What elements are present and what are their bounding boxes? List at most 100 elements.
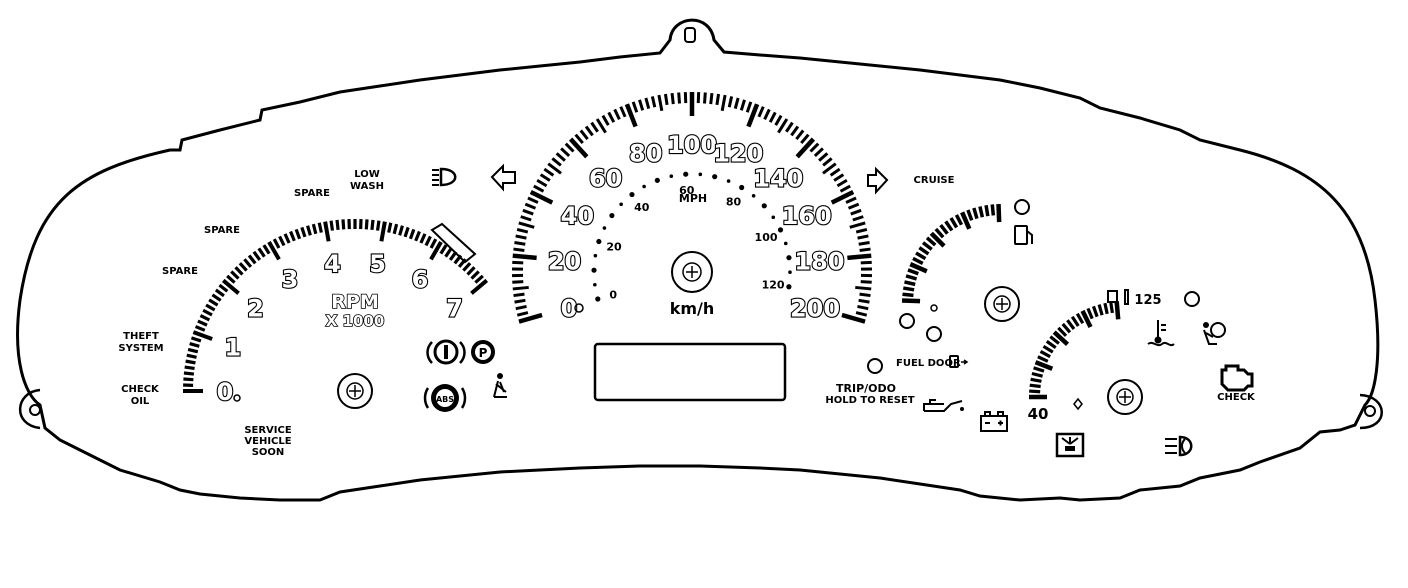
speed-tick (809, 142, 820, 153)
speed-tick (631, 101, 639, 113)
fuel-tick (949, 217, 959, 229)
tach-tick (392, 223, 399, 235)
mph-dot (786, 255, 792, 261)
fuel-gauge (899, 199, 1033, 342)
temperature-gauge-pivot (1107, 379, 1143, 415)
speed-tick (859, 247, 871, 252)
temp-tick (1061, 322, 1072, 334)
tach-tick (317, 222, 323, 233)
fuel-tick (929, 231, 946, 248)
fuel-tick (915, 251, 927, 261)
tach-tick (474, 274, 484, 284)
washer-icon (1055, 432, 1085, 458)
turn-right-arrow-icon (867, 166, 889, 195)
tach-tick (289, 230, 296, 242)
fuel-tick (934, 227, 945, 239)
speed-tick (860, 280, 872, 284)
tach-tick (329, 220, 335, 231)
seatbelt-icon (493, 373, 507, 398)
speed-tick (590, 121, 599, 133)
speed-tick (860, 260, 872, 265)
tach-tick (439, 244, 448, 255)
speed-tick (850, 208, 862, 216)
tach-tick (234, 266, 244, 276)
tachometer-pivot (337, 373, 373, 409)
oil-can-icon (923, 399, 964, 412)
speed-tick (785, 121, 794, 133)
speed-tick (857, 304, 869, 311)
speed-tick (644, 97, 651, 110)
mph-dot (596, 238, 602, 245)
speed-tick (564, 142, 575, 153)
tach-tick (238, 262, 248, 272)
fuel-tick (925, 236, 937, 247)
speed-tick (516, 311, 529, 317)
fuel-door-label: FUEL DOOR (896, 358, 961, 369)
tach-tick (192, 330, 213, 341)
speed-tick (638, 99, 645, 111)
mph-label: 0 (609, 289, 617, 302)
tach-tick (185, 359, 196, 365)
fuel-tick (966, 209, 974, 221)
speed-tick (514, 240, 526, 246)
mph-dot (788, 270, 792, 275)
tachometer-tick-marks (183, 219, 489, 393)
coolant-temp-icon (1147, 320, 1175, 347)
speed-tick (739, 99, 746, 111)
temp-tick (1097, 304, 1104, 316)
tach-tick (218, 283, 229, 293)
mph-dot (777, 227, 784, 233)
speed-tick (512, 260, 524, 265)
speed-tick (733, 97, 740, 110)
speed-tick (768, 111, 777, 123)
temp-tick (1037, 355, 1049, 363)
top-mounting-tab (684, 27, 696, 43)
speed-tick (852, 215, 864, 222)
speed-tick (727, 96, 734, 108)
temp-tick (1103, 302, 1109, 315)
tach-tick (197, 319, 208, 327)
mph-label: 40 (634, 201, 650, 214)
kmh-label: 80 (629, 140, 662, 168)
temp-tick (1029, 383, 1041, 389)
speed-tick (512, 285, 529, 291)
check-engine-label: CHECK (1217, 392, 1256, 403)
kmh-label: 20 (548, 247, 581, 275)
speed-tick (822, 162, 837, 175)
temp-tick (1045, 340, 1057, 350)
speed-tick (533, 184, 545, 193)
mph-dot (642, 184, 646, 189)
tach-tick (364, 219, 369, 230)
speed-tick (516, 227, 529, 234)
fuel-tick (901, 298, 921, 304)
service-vehicle-soon-line2: VEHICLE (244, 436, 291, 447)
tach-tick (335, 219, 340, 231)
speed-tick (539, 173, 551, 182)
mph-dot (654, 177, 660, 183)
tach-label: 3 (282, 265, 299, 293)
temp-tick (1039, 350, 1051, 359)
kmh-label: 40 (561, 202, 594, 230)
trip-odo-label: TRIP/ODO (836, 382, 896, 395)
temp-tick (1033, 366, 1045, 373)
mph-dot (786, 284, 792, 290)
speed-tick (757, 106, 765, 118)
tach-tick (267, 241, 281, 261)
tach-tick (262, 244, 271, 255)
odometer-display (593, 342, 787, 402)
fuel-tick (939, 223, 949, 235)
tach-tick (247, 254, 257, 265)
mph-dot (669, 174, 674, 179)
tach-tick (375, 220, 381, 231)
check-oil-indicator-line1: CHECK (121, 384, 160, 395)
speed-tick (543, 167, 555, 177)
speed-tick (746, 103, 760, 128)
fuel-gauge-pivot (984, 286, 1020, 322)
kmh-label: 100 (667, 131, 717, 159)
rpm-label: RPM (331, 291, 378, 313)
temperature-tick-marks (1029, 301, 1121, 400)
tach-tick (470, 278, 489, 295)
temp-tick (1029, 389, 1041, 394)
speed-tick (595, 118, 607, 134)
